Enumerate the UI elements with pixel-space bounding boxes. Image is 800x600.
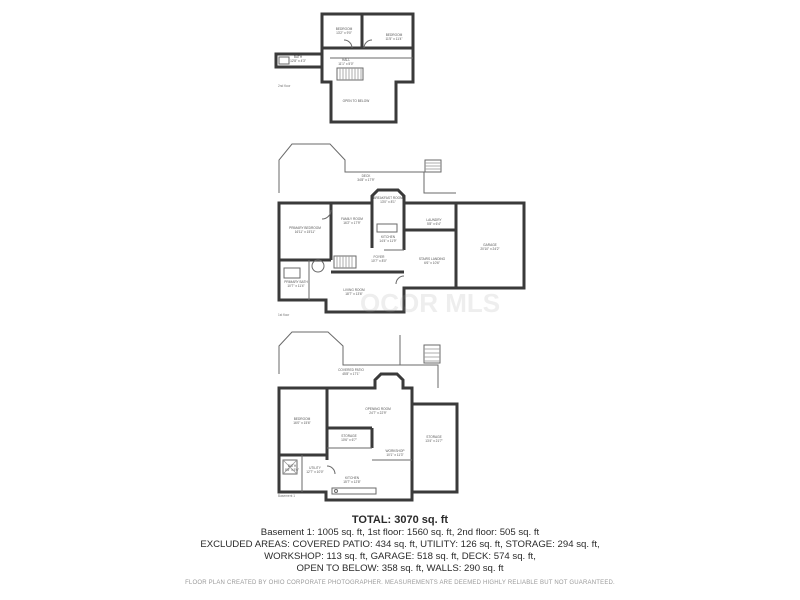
room-name: BATH: [294, 55, 303, 59]
room-dims: 8'8" x 5'6": [285, 468, 299, 472]
room-dims: 13'0" x 8'1": [380, 200, 396, 204]
room-name: FOYER: [374, 255, 386, 259]
excluded-areas-continued: OPEN TO BELOW: 358 sq. ft, WALLS: 290 sq…: [296, 563, 504, 574]
kitchen-counter: [331, 487, 377, 495]
room-name: LAUNDRY: [426, 218, 442, 222]
room-name: OPEN TO BELOW: [343, 99, 370, 103]
room-dims: 45'8" x 17'1": [342, 372, 359, 376]
garage-outline: [454, 201, 526, 290]
second-floor-stairs: [336, 67, 364, 81]
room-name: BATH: [288, 464, 297, 468]
door-swing: [321, 209, 332, 220]
room-dims: 5'8" x 6'4": [427, 222, 441, 226]
kitchen-island: [376, 223, 398, 233]
total-area: TOTAL: 3070 sq. ft: [351, 514, 449, 526]
room-name: DECK: [362, 174, 372, 178]
room-dims: 15'7" x 12'8": [343, 480, 360, 484]
first-floor-plan: DECK 34'8" x 17'9" BREAKFAST ROOM 13'0" …: [277, 143, 526, 317]
room-dims: 12'7" x 10'0": [306, 470, 323, 474]
room-name: WORKSHOP: [386, 449, 405, 453]
room-dims: 16'11" x 15'11": [295, 230, 316, 234]
room-dims: 20'10" x 24'2": [480, 247, 499, 251]
room-dims: 24'7" x 22'9": [369, 411, 386, 415]
excluded-areas: EXCLUDED AREAS: COVERED PATIO: 434 sq. f…: [200, 539, 600, 550]
room-name: COVERED PATIO: [338, 368, 364, 372]
disclaimer-footer: FLOOR PLAN CREATED BY OHIO CORPORATE PHO…: [185, 580, 615, 586]
room-dims: 13'2" x 9'0": [336, 31, 352, 35]
floor-label: Basement 1: [278, 494, 295, 498]
room-name: PRIMARY BATH: [284, 280, 308, 284]
room-name: BEDROOM: [386, 33, 403, 37]
room-name: GARAGE: [483, 243, 497, 247]
room-dims: 6'6" x 10'6": [424, 261, 440, 265]
basement-floor-plan: COVERED PATIO 45'8" x 17'1" BEDROOM 16'0…: [277, 331, 459, 502]
room-name: UTILITY: [309, 466, 322, 470]
room-dims: 11'1" x 5'0": [338, 62, 353, 66]
sink-fixture: [334, 489, 338, 493]
patio-edge: [400, 364, 439, 388]
room-dims: 18'7" x 13'6": [345, 292, 362, 296]
room-name: BEDROOM: [294, 417, 311, 421]
room-dims: 13'4" x 21'7": [425, 439, 442, 443]
second-floor-outline: [320, 12, 415, 124]
covered-patio-outline: [278, 331, 401, 374]
room-dims: 14'4" x 11'9": [379, 239, 396, 243]
tub-fixture: [278, 56, 290, 65]
room-name: BREAKFAST ROOM: [373, 196, 403, 200]
door-swing: [395, 275, 405, 285]
watermark: OCOR MLS: [360, 288, 501, 318]
room-dims: 10'7" x 11'4": [287, 284, 304, 288]
floor-label: 2nd floor: [278, 84, 291, 88]
floor-label: 1st floor: [278, 313, 290, 317]
room-dims: 10'1" x 11'3": [386, 453, 403, 457]
room-dims: 16'0" x 15'6": [293, 421, 310, 425]
deck-outline: [278, 143, 456, 194]
excluded-areas-continued: WORKSHOP: 113 sq. ft, GARAGE: 518 sq. ft…: [264, 551, 536, 562]
door-swing: [326, 465, 336, 475]
shower-fixture: [282, 459, 298, 475]
room-dims: 12'8" x 4'3": [290, 59, 306, 63]
room-name: PRIMARY BEDROOM: [289, 226, 321, 230]
room-name: HALL: [342, 58, 350, 62]
room-name: BEDROOM: [336, 27, 353, 31]
second-floor-bath-outline: [274, 52, 324, 69]
room-dims: 34'8" x 17'9": [357, 178, 374, 182]
first-floor-stairs: [333, 255, 357, 269]
room-dims: 16'2" x 17'9": [343, 221, 360, 225]
door-swing: [363, 39, 373, 49]
shower-fixture: [282, 459, 298, 475]
room-name: FAMILY ROOM: [341, 217, 363, 221]
bathtub-fixture: [283, 267, 301, 279]
patio-stairs: [423, 344, 441, 364]
room-name: STORAGE: [426, 435, 442, 439]
area-breakdown: Basement 1: 1005 sq. ft, 1st floor: 1560…: [260, 527, 540, 538]
room-name: KITCHEN: [381, 235, 396, 239]
room-name: STAIRS LANDING: [419, 257, 446, 261]
room-dims: 10'7" x 8'0": [371, 259, 387, 263]
room-name: STORAGE: [341, 434, 357, 438]
room-dims: 11'5" x 11'4": [385, 37, 402, 41]
deck-stairs: [424, 159, 442, 173]
room-dims: 10'6" x 6'7": [341, 438, 357, 442]
room-name: LIVING ROOM: [343, 288, 365, 292]
room-name: KITCHEN: [345, 476, 360, 480]
room-name: OPENING ROOM: [365, 407, 391, 411]
corner-tub-fixture: [311, 259, 325, 273]
second-floor-plan: BEDROOM 13'2" x 9'0" BEDROOM 11'5" x 11'…: [274, 12, 415, 124]
door-swing: [343, 39, 353, 49]
